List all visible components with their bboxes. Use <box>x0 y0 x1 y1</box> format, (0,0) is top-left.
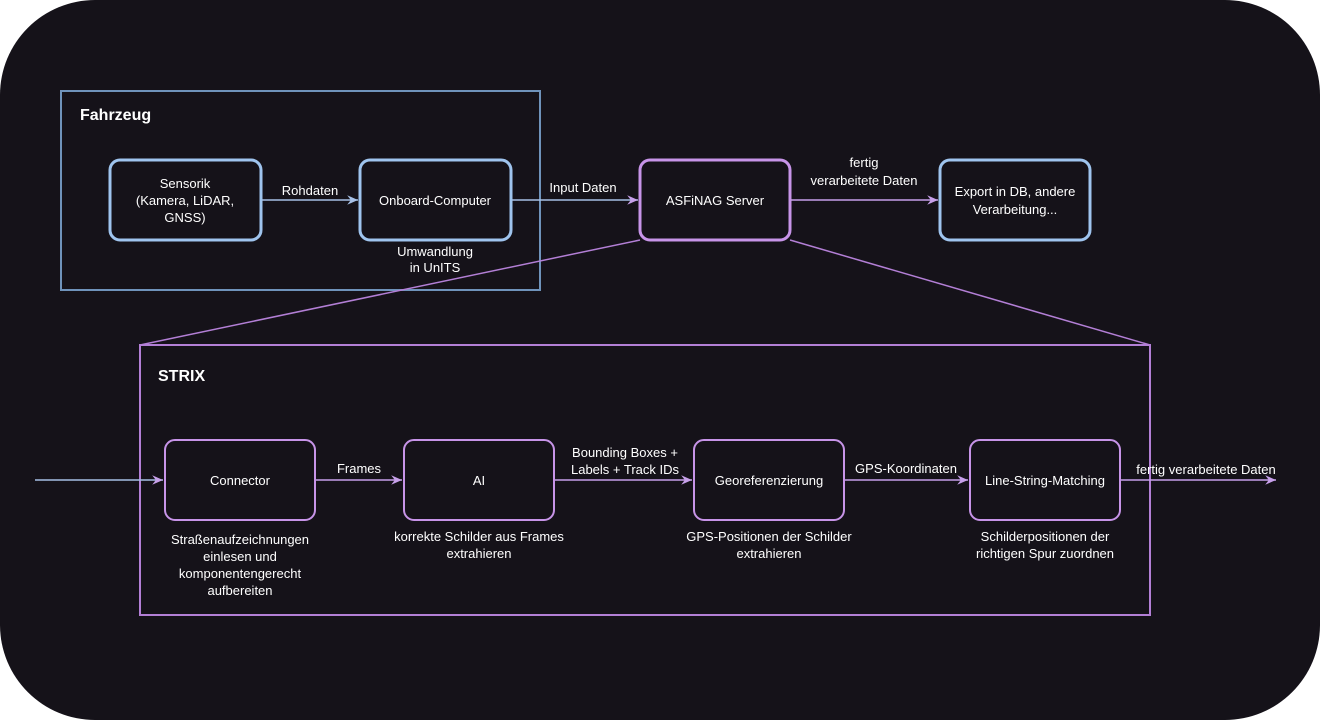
ai-label: AI <box>473 473 485 488</box>
ai-note-line-1: korrekte Schilder aus Frames <box>394 529 564 544</box>
edge-fertig-top-label-line-1: fertig <box>850 155 879 170</box>
edge-fertig-top-label-line-2: verarbeitete Daten <box>811 173 918 188</box>
export-label-line-1: Export in DB, andere <box>955 184 1076 199</box>
export-label-line-2: Verarbeitung... <box>973 202 1058 217</box>
asfinag-server-label: ASFiNAG Server <box>666 193 765 208</box>
zoom-line-left <box>139 239 641 346</box>
sensorik-label-line-3: GNSS) <box>164 210 205 225</box>
onboard-note-line-1: Umwandlung <box>397 244 473 259</box>
connector-note-line-4: aufbereiten <box>207 583 272 598</box>
node-line-string-matching[interactable]: Line-String-Matching <box>969 439 1121 521</box>
edge-fertig-out-label: fertig verarbeitete Daten <box>1136 462 1275 477</box>
node-sensorik[interactable]: Sensorik (Kamera, LiDAR, GNSS) <box>108 158 263 242</box>
onboard-computer-label: Onboard-Computer <box>379 193 492 208</box>
edge-input-daten-label: Input Daten <box>549 180 616 195</box>
lsm-note-line-1: Schilderpositionen der <box>981 529 1110 544</box>
node-onboard-computer[interactable]: Onboard-Computer <box>358 158 513 242</box>
line-string-matching-label: Line-String-Matching <box>985 473 1105 488</box>
sensorik-label-line-1: Sensorik <box>160 176 211 191</box>
group-fahrzeug: Fahrzeug <box>60 90 541 291</box>
ai-note-line-2: extrahieren <box>446 546 511 561</box>
fahrzeug-title: Fahrzeug <box>80 107 151 124</box>
edge-frames-label: Frames <box>337 461 382 476</box>
connector-note-line-3: komponentengerecht <box>179 566 302 581</box>
node-connector[interactable]: Connector <box>164 439 316 521</box>
strix-title: STRIX <box>158 368 205 385</box>
connector-label: Connector <box>210 473 271 488</box>
edge-gps-label: GPS-Koordinaten <box>855 461 957 476</box>
lsm-note-line-2: richtigen Spur zuordnen <box>976 546 1114 561</box>
edge-bbox-label-line-2: Labels + Track IDs <box>571 462 680 477</box>
edge-rohdaten-label: Rohdaten <box>282 183 338 198</box>
onboard-note-line-2: in UnITS <box>410 260 461 275</box>
connector-note-line-2: einlesen und <box>203 549 277 564</box>
node-ai[interactable]: AI <box>403 439 555 521</box>
georeferenzierung-label: Georeferenzierung <box>715 473 823 488</box>
sensorik-label-line-2: (Kamera, LiDAR, <box>136 193 234 208</box>
georef-note-line-2: extrahieren <box>736 546 801 561</box>
node-georeferenzierung[interactable]: Georeferenzierung <box>693 439 845 521</box>
edge-bbox-label-line-1: Bounding Boxes + <box>572 445 678 460</box>
georef-note-line-1: GPS-Positionen der Schilder <box>686 529 852 544</box>
zoom-line-right <box>789 239 1151 346</box>
node-asfinag-server[interactable]: ASFiNAG Server <box>638 158 792 242</box>
node-export[interactable]: Export in DB, andere Verarbeitung... <box>938 158 1092 242</box>
fahrzeug-frame <box>60 90 541 291</box>
connector-note-line-1: Straßenaufzeichnungen <box>171 532 309 547</box>
